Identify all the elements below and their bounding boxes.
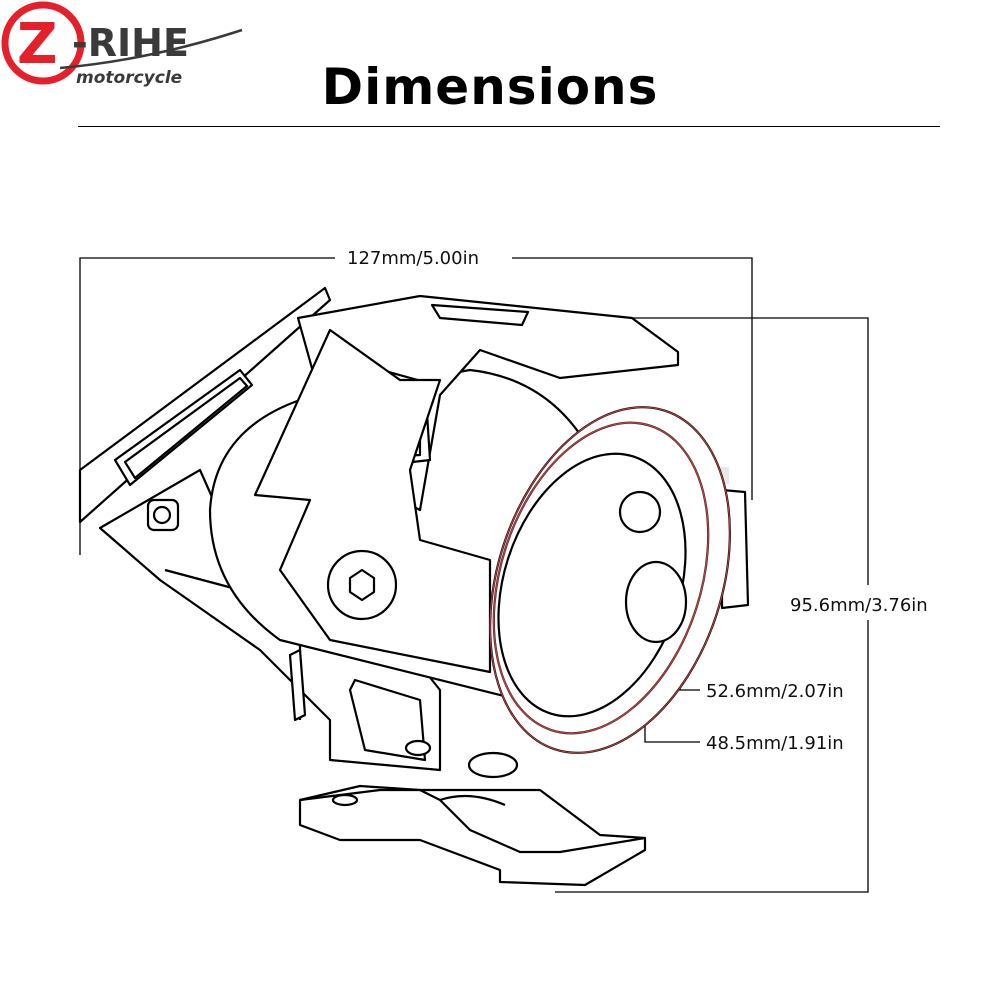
logo-tagline: motorcycle <box>76 68 182 88</box>
logo-swoosh <box>59 28 243 70</box>
height-label: 95.6mm/3.76in <box>790 595 928 616</box>
outer-diameter-label: 52.6mm/2.07in <box>706 681 844 702</box>
left-wing-slot <box>113 368 254 487</box>
height-dim-top <box>632 317 869 585</box>
lens-small-dome <box>618 490 662 534</box>
top-vent-slot <box>430 303 530 327</box>
base-bolt-small <box>404 739 432 757</box>
lamp-drawing <box>78 286 750 887</box>
brand-logo: Z -RIHE motorcycle <box>1 1 243 88</box>
side-slot <box>288 648 307 722</box>
lens-projector <box>624 560 688 644</box>
logo-z: Z <box>17 12 58 77</box>
left-wing-slot-inner <box>123 376 249 480</box>
base-bolt <box>467 751 519 779</box>
inner-diameter-label: 48.5mm/1.91in <box>706 733 844 754</box>
main-bolt-hex <box>348 568 376 602</box>
mount-base-edge <box>299 784 646 854</box>
dimension-lines <box>79 257 869 893</box>
mount-hole <box>331 793 359 807</box>
angel-eye-ring <box>493 421 709 735</box>
side-bolt-center <box>152 505 172 525</box>
title-divider <box>78 126 940 127</box>
mount-saddle <box>439 794 506 807</box>
width-dim-right <box>512 257 753 500</box>
logo-ring <box>1 1 85 85</box>
width-dim-left <box>79 257 335 555</box>
width-label: 127mm/5.00in <box>347 248 479 269</box>
angel-eye-outer-ring <box>489 406 731 754</box>
lower-window <box>348 678 427 762</box>
front-frame <box>253 328 492 674</box>
page-title: Dimensions <box>321 58 659 116</box>
mount-base <box>298 788 647 887</box>
height-dim-bottom <box>555 620 869 893</box>
